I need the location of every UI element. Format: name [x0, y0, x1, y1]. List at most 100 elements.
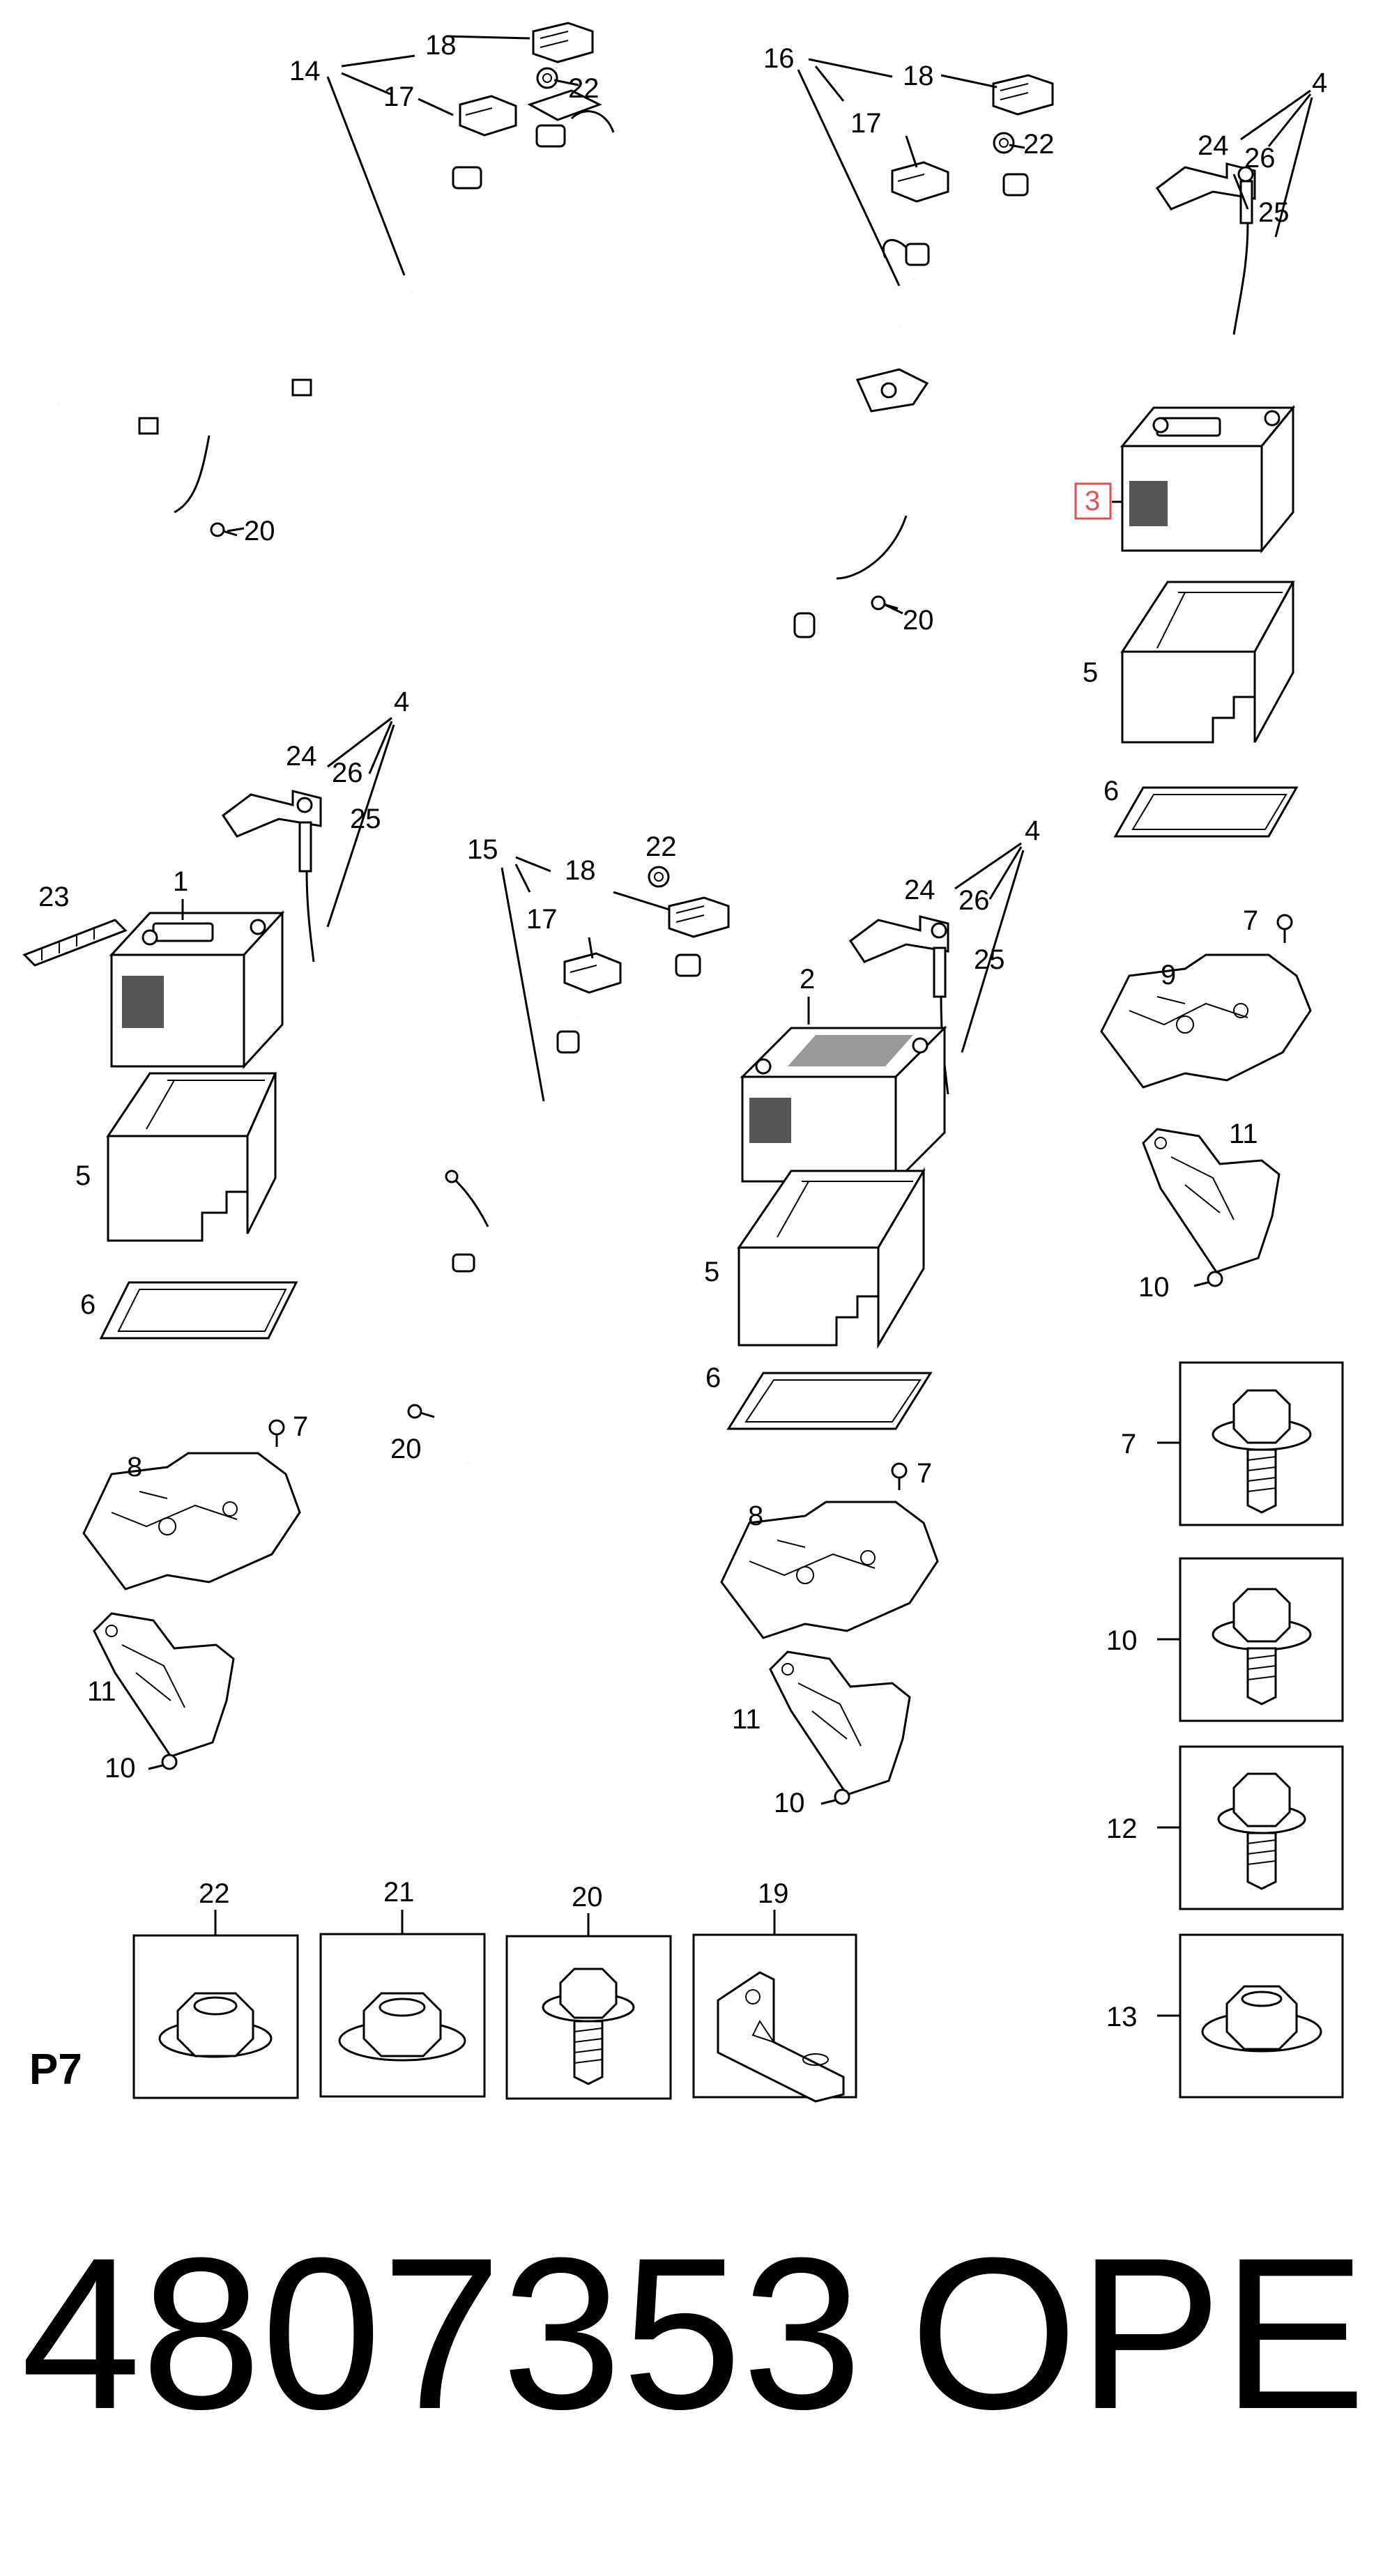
- bracket-11-center: [769, 1650, 911, 1796]
- bolt-7-center-small: [891, 1462, 908, 1490]
- callout-16: 16: [763, 43, 795, 74]
- page-label: P7: [29, 2046, 82, 2094]
- callout-5-right: 5: [1083, 657, 1098, 688]
- callout-22-tc: 22: [1023, 129, 1055, 160]
- highlight-box-3: [1074, 482, 1112, 520]
- harness-14: [57, 89, 615, 514]
- harness-16: [788, 173, 1029, 638]
- fastener-box-21: [319, 1933, 486, 2098]
- bolt-10-center-small: [820, 1788, 850, 1805]
- tray-base-8-left: [82, 1452, 301, 1590]
- callout-1: 1: [173, 866, 188, 897]
- callout-20-tc: 20: [903, 605, 934, 636]
- callout-10-right-small: 10: [1138, 1272, 1170, 1303]
- callout-18-tc: 18: [903, 61, 934, 91]
- hold-down-bracket-center-right: [848, 915, 949, 1095]
- callout-26-cr: 26: [958, 885, 990, 916]
- fastener-box-19: [692, 1933, 857, 2103]
- tray-5-left: [106, 1072, 277, 1242]
- callout-10-center-small: 10: [774, 1788, 805, 1818]
- callout-20-center: 20: [390, 1434, 422, 1464]
- leaders-center: [501, 856, 670, 1102]
- battery-1: [109, 910, 285, 1069]
- bolt-20-center: [407, 1404, 435, 1419]
- bolt-10-right-small: [1193, 1271, 1223, 1287]
- connector-17-tl: [459, 95, 517, 137]
- callout-26-tr: 26: [1244, 143, 1276, 174]
- callout-22-tl: 22: [568, 73, 599, 104]
- pad-6-right: [1113, 786, 1299, 838]
- tray-base-9: [1100, 953, 1312, 1089]
- callout-15: 15: [467, 834, 498, 865]
- fastener-box-13: [1179, 1933, 1344, 2099]
- bolt-20-tl: [210, 522, 238, 537]
- hold-down-bracket-top-right: [1155, 162, 1256, 335]
- callout-22-center: 22: [645, 831, 677, 862]
- harness-15: [445, 953, 701, 1464]
- callout-9: 9: [1161, 960, 1176, 990]
- callout-3-highlighted: 3: [1085, 486, 1100, 516]
- callout-14: 14: [289, 56, 321, 86]
- pad-6-center: [726, 1372, 933, 1430]
- callout-20-box: 20: [572, 1882, 603, 1912]
- callout-5-left: 5: [75, 1160, 91, 1191]
- callout-18-tl: 18: [425, 30, 457, 61]
- callout-6-right: 6: [1103, 776, 1119, 806]
- battery-2: [740, 1025, 947, 1184]
- callout-8-center: 8: [748, 1501, 763, 1531]
- fastener-box-20: [505, 1935, 672, 2100]
- connector-18-center: [668, 896, 730, 938]
- callout-18-center: 18: [565, 855, 596, 886]
- callout-23: 23: [38, 882, 70, 912]
- callout-25-left: 25: [350, 804, 381, 834]
- callout-17-tc: 17: [850, 108, 882, 139]
- callout-7-box: 7: [1121, 1429, 1136, 1459]
- bracket-11-right: [1142, 1128, 1281, 1273]
- cover-23: [22, 919, 128, 967]
- callout-13-box: 13: [1106, 2002, 1138, 2032]
- pad-6-left: [99, 1281, 298, 1340]
- tray-5-center: [737, 1167, 926, 1349]
- leaders-left-bracket: [326, 716, 395, 928]
- callout-11-right: 11: [1229, 1119, 1258, 1149]
- leaders-tl: [227, 35, 579, 532]
- leaders-cr-bracket: [954, 842, 1025, 1053]
- callout-24-tr: 24: [1198, 130, 1229, 161]
- leaders-tc: [797, 58, 1025, 615]
- fastener-box-10: [1179, 1557, 1344, 1722]
- hold-down-bracket-left: [221, 790, 322, 963]
- callout-4-tr: 4: [1312, 68, 1327, 98]
- callout-22-box: 22: [199, 1878, 230, 1909]
- callout-17-center: 17: [526, 904, 558, 935]
- callout-10-box: 10: [1106, 1625, 1138, 1656]
- bracket-11-left: [93, 1612, 235, 1758]
- connector-18-tl: [532, 22, 594, 63]
- fastener-box-7: [1179, 1361, 1344, 1526]
- callout-4-cr: 4: [1025, 815, 1040, 846]
- callout-7-right-small: 7: [1243, 905, 1258, 936]
- callout-8-left: 8: [127, 1452, 142, 1482]
- callout-19-box: 19: [758, 1878, 789, 1909]
- connector-18-tc: [992, 74, 1054, 116]
- bolt-10-left-small: [148, 1754, 178, 1770]
- callout-11-left: 11: [87, 1676, 116, 1707]
- callout-6-left: 6: [80, 1289, 95, 1320]
- connector-17-tc: [891, 161, 949, 203]
- callout-24-left: 24: [286, 741, 317, 772]
- connector-17-center: [563, 952, 622, 994]
- callout-12-box: 12: [1106, 1814, 1138, 1844]
- callout-21-box: 21: [383, 1877, 415, 1908]
- tray-base-8-center: [720, 1501, 939, 1639]
- nut-22-tc: [993, 132, 1015, 154]
- callout-26-left: 26: [332, 758, 363, 788]
- callout-10-left-small: 10: [105, 1753, 136, 1784]
- battery-3: [1120, 404, 1296, 554]
- callout-20-tl: 20: [244, 516, 275, 546]
- brand-name: OPEL: [910, 2212, 1383, 2454]
- nut-22-center: [648, 866, 670, 888]
- callout-7-center-small: 7: [917, 1458, 932, 1489]
- tray-5-right: [1120, 581, 1295, 744]
- callout-4-left: 4: [394, 687, 409, 717]
